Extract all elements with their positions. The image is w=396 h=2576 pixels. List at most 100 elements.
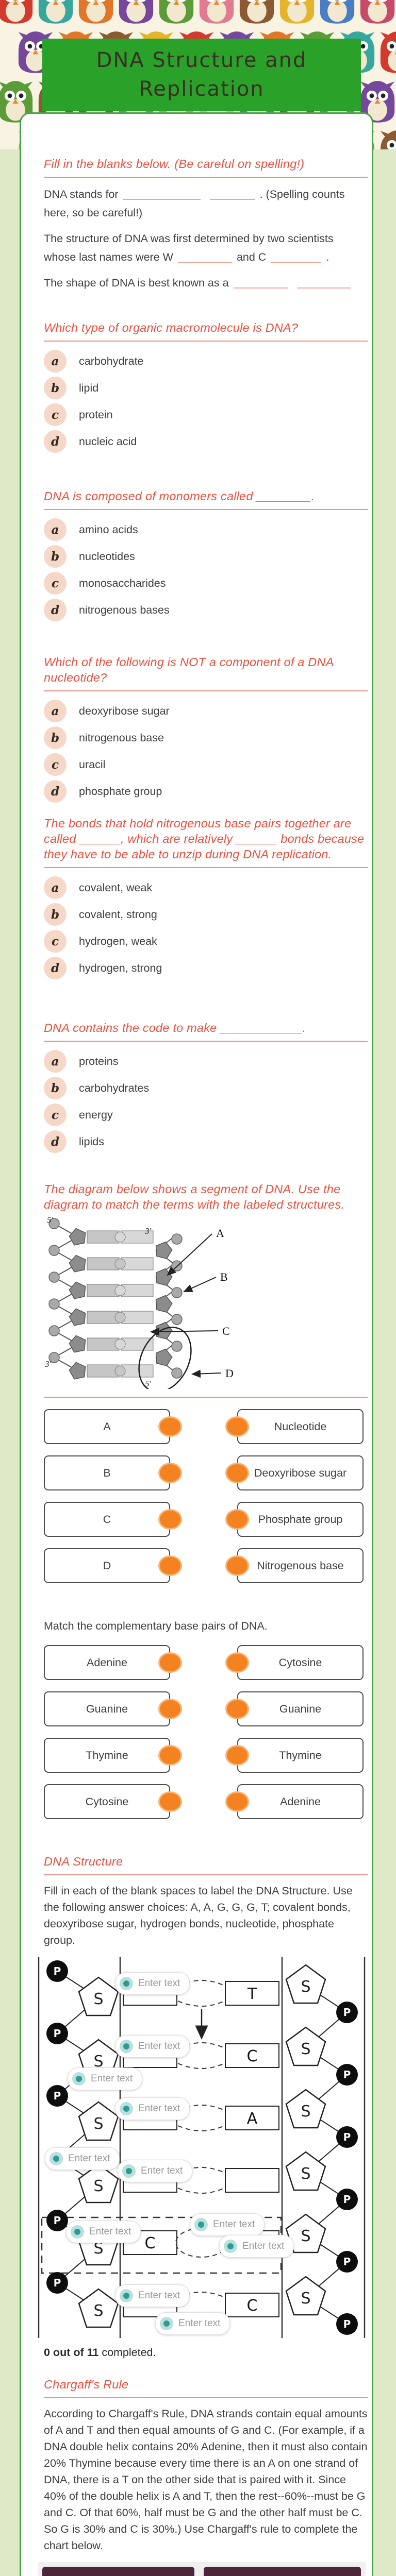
chargaff-explanation: According to Chargaff's Rule, DNA strand… [44, 2408, 368, 2552]
match-connector[interactable] [225, 1699, 249, 1719]
match-connector[interactable] [158, 1699, 182, 1719]
match-left-thymine: Thymine [44, 1738, 170, 1773]
fill-blank-input[interactable] [233, 277, 288, 289]
match-connector[interactable] [225, 1555, 249, 1576]
fill-blank-input[interactable] [177, 251, 232, 263]
fill-blank-input[interactable] [271, 251, 322, 263]
phosphate-label: P [343, 2131, 351, 2143]
option-label: nucleotides [79, 550, 135, 563]
enter-text-input[interactable]: Enter text [66, 2221, 141, 2243]
question-title: Which type of organic macromolecule is D… [44, 321, 299, 334]
option-label: covalent, strong [79, 908, 157, 921]
sugar-label: S [301, 2227, 310, 2245]
match-connector[interactable] [158, 1509, 182, 1530]
phosphate-label: P [54, 1965, 61, 1977]
question-not-component: Which of the following is NOT a componen… [44, 654, 368, 803]
question-title: DNA Structure [44, 1855, 123, 1868]
input-placeholder: Enter text [138, 2290, 180, 2301]
match-right-adenine: Adenine [237, 1784, 364, 1819]
match-left-B: B [44, 1455, 170, 1490]
match-connector[interactable] [225, 1745, 249, 1766]
match-row: B Deoxyribose sugar [44, 1455, 368, 1490]
fill-sentence-2: The structure of DNA was first determine… [44, 229, 368, 266]
option-letter: d [44, 430, 67, 453]
match-connector[interactable] [158, 1745, 182, 1766]
input-placeholder: Enter text [213, 2219, 255, 2230]
worksheet-title-banner: DNA Structure and Replication [42, 39, 361, 111]
match-connector[interactable] [158, 1463, 182, 1483]
match-connector[interactable] [225, 1791, 249, 1812]
base-letter: C [247, 2297, 258, 2315]
option-c[interactable]: c hydrogen, weak [44, 930, 368, 953]
question-title: Match the complementary base pairs of DN… [44, 1620, 268, 1632]
enter-text-input[interactable]: Enter text [155, 2312, 230, 2335]
option-letter: c [44, 930, 67, 953]
option-label: hydrogen, weak [79, 935, 157, 947]
option-letter: c [44, 1104, 67, 1126]
input-placeholder: Enter text [138, 2103, 180, 2114]
question-dna-structure: DNA Structure Fill in each of the blank … [38, 1854, 368, 2359]
match-connector[interactable] [158, 1416, 182, 1437]
option-letter: c [44, 572, 67, 595]
enter-text-input[interactable]: Enter text [68, 2067, 143, 2090]
fill-blank-input[interactable] [296, 277, 351, 289]
input-placeholder: Enter text [178, 2318, 221, 2329]
match-connector[interactable] [158, 1555, 182, 1576]
match-left-guanine: Guanine [44, 1691, 170, 1726]
fill-blank-input[interactable] [123, 189, 201, 200]
enter-text-input[interactable]: Enter text [190, 2213, 265, 2236]
enter-text-input[interactable]: Enter text [115, 1972, 190, 1995]
match-connector[interactable] [225, 1416, 249, 1437]
match-connector[interactable] [158, 1791, 182, 1812]
enter-text-input[interactable]: Enter text [219, 2235, 294, 2258]
sugar-label: S [93, 1990, 103, 2008]
option-label: hydrogen, strong [79, 961, 162, 974]
title-underline [44, 1041, 368, 1042]
enter-text-input[interactable]: Enter text [115, 2284, 190, 2307]
dna-segment-diagram: A B C D 5' 3' 3' 5' [44, 1215, 234, 1393]
sugar-label: S [301, 2165, 310, 2183]
fill-blank-input[interactable] [209, 189, 255, 200]
question-title: Fill in the blanks below. (Be careful on… [44, 157, 305, 171]
input-dot-icon [120, 2102, 133, 2115]
enter-text-input[interactable]: Enter text [115, 2035, 190, 2058]
option-label: uracil [79, 758, 106, 771]
match-row: C Phosphate group [44, 1502, 368, 1537]
table-header-percentage: Percentage [204, 2567, 361, 2576]
table-header-blank [42, 2567, 194, 2576]
phosphate-label: P [343, 2193, 351, 2206]
match-base-pairs: Adenine Cytosine Guanine Guanine Thymine… [44, 1645, 368, 1819]
match-connector[interactable] [158, 1652, 182, 1673]
input-dot-icon [71, 2225, 84, 2239]
enter-text-input[interactable]: Enter text [118, 2160, 193, 2182]
option-label: proteins [79, 1055, 119, 1067]
enter-text-input[interactable]: Enter text [115, 2097, 190, 2120]
enter-text-input[interactable]: Enter text [45, 2147, 120, 2170]
input-placeholder: Enter text [138, 1978, 180, 1989]
option-letter: d [44, 599, 67, 621]
question-title: Chargaff's Rule [44, 2378, 129, 2391]
match-connector[interactable] [225, 1509, 249, 1530]
match-connector[interactable] [225, 1463, 249, 1483]
match-connector[interactable] [225, 1652, 249, 1673]
